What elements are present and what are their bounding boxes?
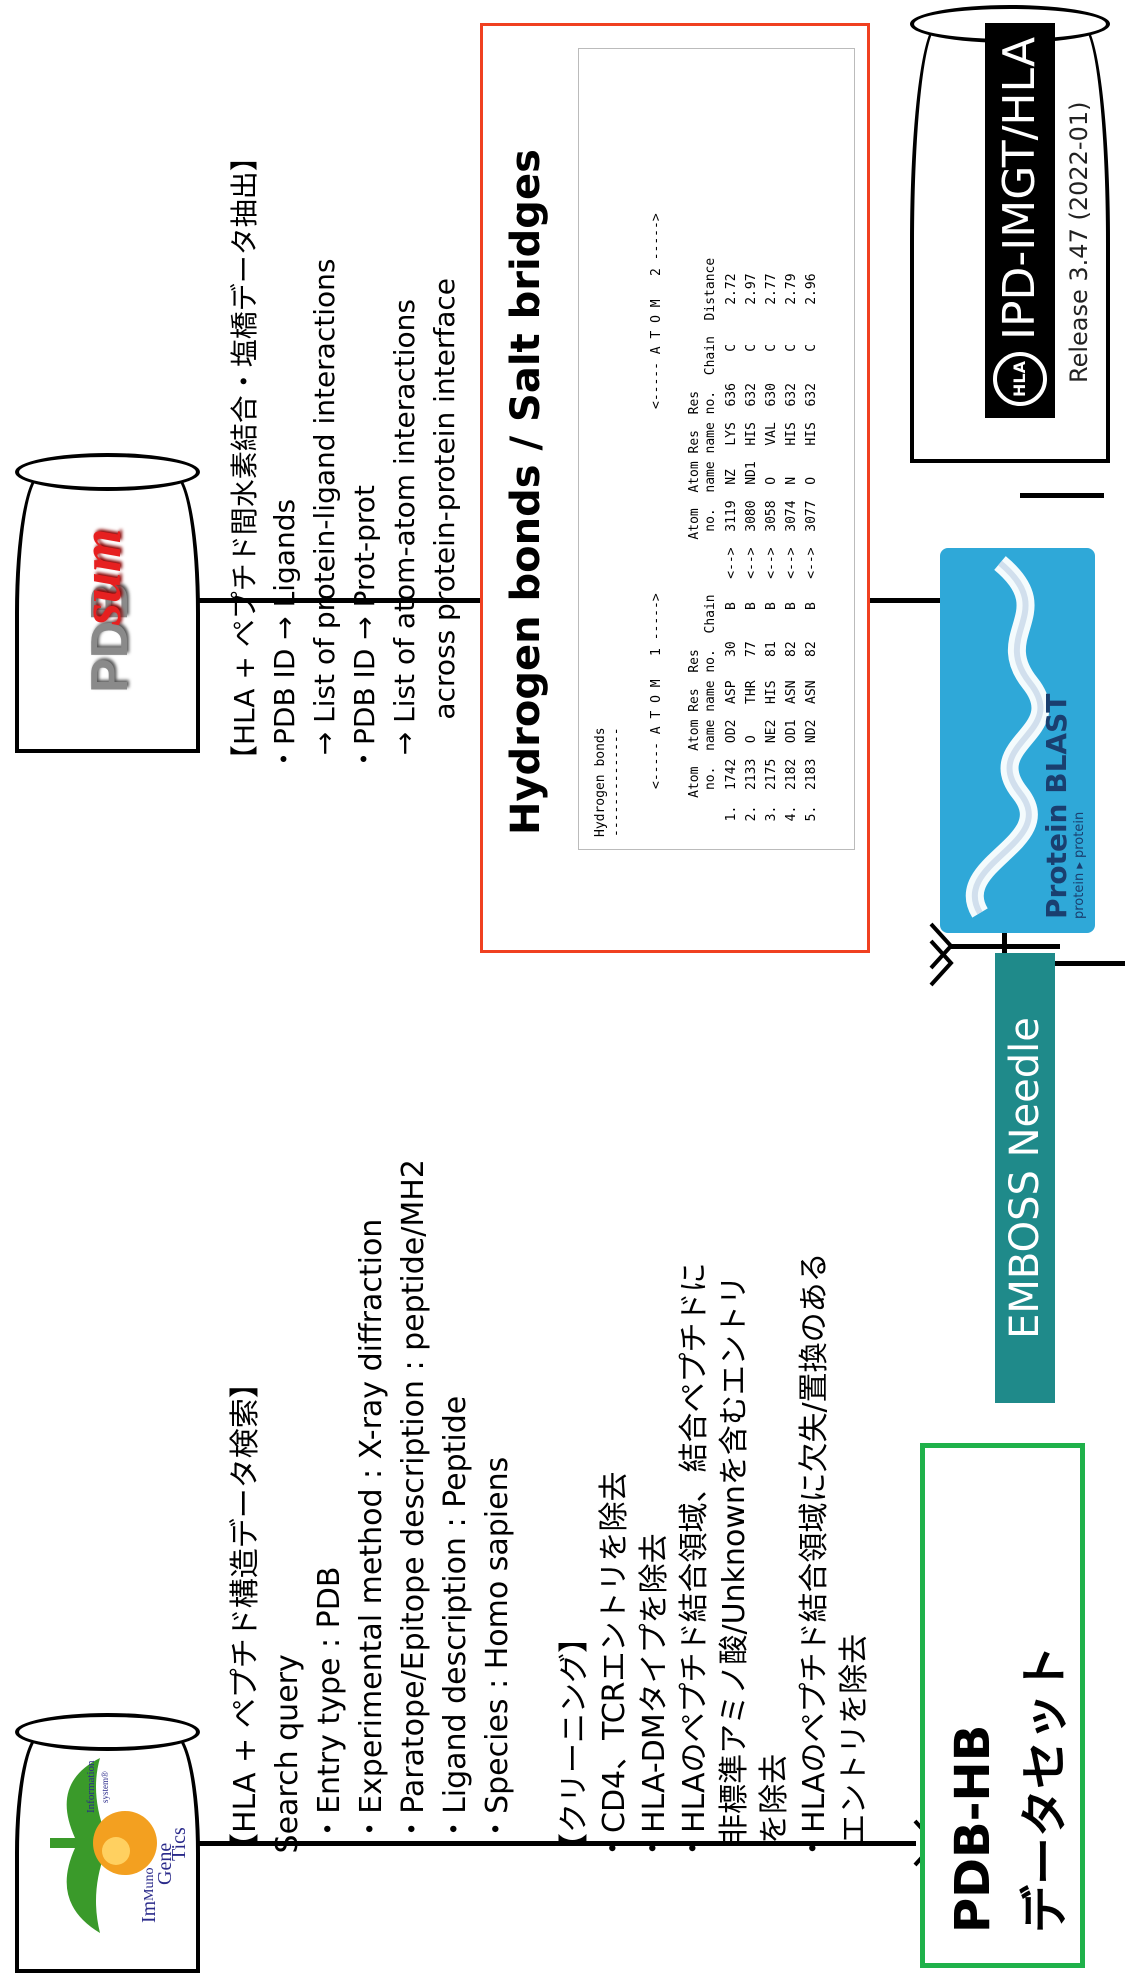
connector-ipd-blast xyxy=(1020,493,1104,498)
search-query-block: 【HLA + ペプチド構造データ検索】 Search query ・Entry … xyxy=(225,1043,519,1863)
table-title: Hydrogen bonds xyxy=(593,727,608,837)
hla-badge-text: HLA xyxy=(1010,361,1029,397)
cleaning-line-1: ・CD4、TCRエントリを除去 xyxy=(595,1043,635,1863)
ipd-release: Release 3.47 (2022-01) xyxy=(1065,102,1093,383)
table-row: 2. 2133 O THR 77 B <--> 3080 ND1 HIS 632… xyxy=(744,273,759,837)
connector-blast-emboss xyxy=(1020,944,1060,949)
pdbsum-logo-sum: sum xyxy=(70,529,134,626)
imgt-logo-information: Information xyxy=(85,1760,97,1813)
hydrogen-bonds-table: Hydrogen bonds -------------- <----- A T… xyxy=(578,48,855,850)
cleaning-line-4: 非標準アミノ酸/Unknownを含むエントリ xyxy=(715,1043,755,1863)
atom2-header: <----- A T O M 2 -----> xyxy=(649,213,664,409)
search-line-4: ・Paratope/Epitope description : peptide/… xyxy=(393,1043,435,1863)
hla-badge-icon: HLA xyxy=(993,352,1047,406)
cleaning-line-3: ・HLAのペプチド結合領域、結合ペプチドに xyxy=(675,1043,715,1863)
search-line-6: ・Species : Homo sapiens xyxy=(477,1043,519,1863)
protein-blast-tile: Protein BLAST protein ▸ protein xyxy=(940,548,1095,933)
hbond-line-3: ・PDB ID → Prot-prot xyxy=(345,13,385,773)
cleaning-line-2: ・HLA-DMタイプを除去 xyxy=(635,1043,675,1863)
dataset-subtitle: データセット xyxy=(1005,1645,1075,1933)
hbond-line-1: ・PDB ID → Ligands xyxy=(265,13,305,773)
cleaning-line-5: を除去 xyxy=(755,1043,795,1863)
ipd-logo-bar: HLA IPD-IMGT/HLA xyxy=(985,23,1055,418)
cleaning-block: 【クリーニング】 ・CD4、TCRエントリを除去 ・HLA-DMタイプを除去 ・… xyxy=(555,1043,875,1863)
imgt-logo: Im Muno Gene Tics Information system® xyxy=(30,1758,190,1943)
search-heading: 【HLA + ペプチド構造データ検索】 xyxy=(225,1043,267,1863)
panel-title: Hydrogen bonds / Salt bridges xyxy=(503,149,549,835)
blast-title-protein: Protein xyxy=(1040,794,1073,919)
emboss-needle-label: EMBOSS Needle xyxy=(995,953,1055,1403)
atom1-header: <----- A T O M 1 -----> xyxy=(649,593,664,789)
table-row: 4. 2182 OD1 ASN 82 B <--> 3074 N HIS 632… xyxy=(784,273,799,837)
cleaning-heading: 【クリーニング】 xyxy=(555,1043,595,1863)
search-line-1: Search query xyxy=(267,1043,309,1863)
dataset-title: PDB-HB xyxy=(945,1725,1001,1933)
search-line-2: ・Entry type : PDB xyxy=(309,1043,351,1863)
connector-emboss-down xyxy=(950,944,1022,949)
cleaning-line-6: ・HLAのペプチド結合領域に欠失/置換のある xyxy=(795,1043,835,1863)
hbond-line-4: → List of atom-atom interactions xyxy=(385,13,425,773)
imgt-logo-tics: Tics xyxy=(168,1827,191,1861)
imgt-database-cap xyxy=(15,1713,200,1751)
column-header-1: Atom Atom Res Res Atom Atom Res Res xyxy=(687,391,702,837)
pdbsum-logo: PDB sum xyxy=(70,503,160,693)
blast-title-blast: BLAST xyxy=(1040,694,1073,794)
search-line-5: ・Ligand description : Peptide xyxy=(435,1043,477,1863)
hbond-extraction-block: 【HLA + ペプチド間水素結合・塩橋データ抽出】 ・PDB ID → Liga… xyxy=(225,13,465,773)
hbond-heading: 【HLA + ペプチド間水素結合・塩橋データ抽出】 xyxy=(225,13,265,773)
hydrogen-bonds-panel: Hydrogen bonds / Salt bridges Hydrogen b… xyxy=(480,23,870,953)
ipd-db-name: IPD-IMGT/HLA xyxy=(991,37,1049,340)
blast-subtitle: protein ▸ protein xyxy=(1072,812,1087,919)
hbond-line-2: → List of protein-ligand interactions xyxy=(305,13,345,773)
table-row: 3. 2175 NE2 HIS 81 B <--> 3058 O VAL 630… xyxy=(764,273,779,837)
table-row: 5. 2183 ND2 ASN 82 B <--> 3077 O HIS 632… xyxy=(804,273,819,837)
imgt-logo-im: Im xyxy=(138,1901,161,1923)
pdb-hb-dataset-box: PDB-HB データセット xyxy=(920,1443,1085,1968)
table-rule: -------------- xyxy=(609,727,624,837)
column-header-2: no. name name no. Chain no. name name no… xyxy=(703,258,718,837)
cleaning-line-7: エントリを除去 xyxy=(835,1043,875,1863)
hbond-line-5: across protein-protein interface xyxy=(425,13,465,773)
search-line-3: ・Experimental method : X-ray diffraction xyxy=(351,1043,393,1863)
imgt-logo-system: system® xyxy=(100,1771,110,1803)
blast-title: Protein BLAST xyxy=(1040,694,1073,919)
pdbsum-database-cap xyxy=(15,453,200,491)
table-row: 1. 1742 OD2 ASP 30 B <--> 3119 NZ LYS 63… xyxy=(724,273,739,837)
